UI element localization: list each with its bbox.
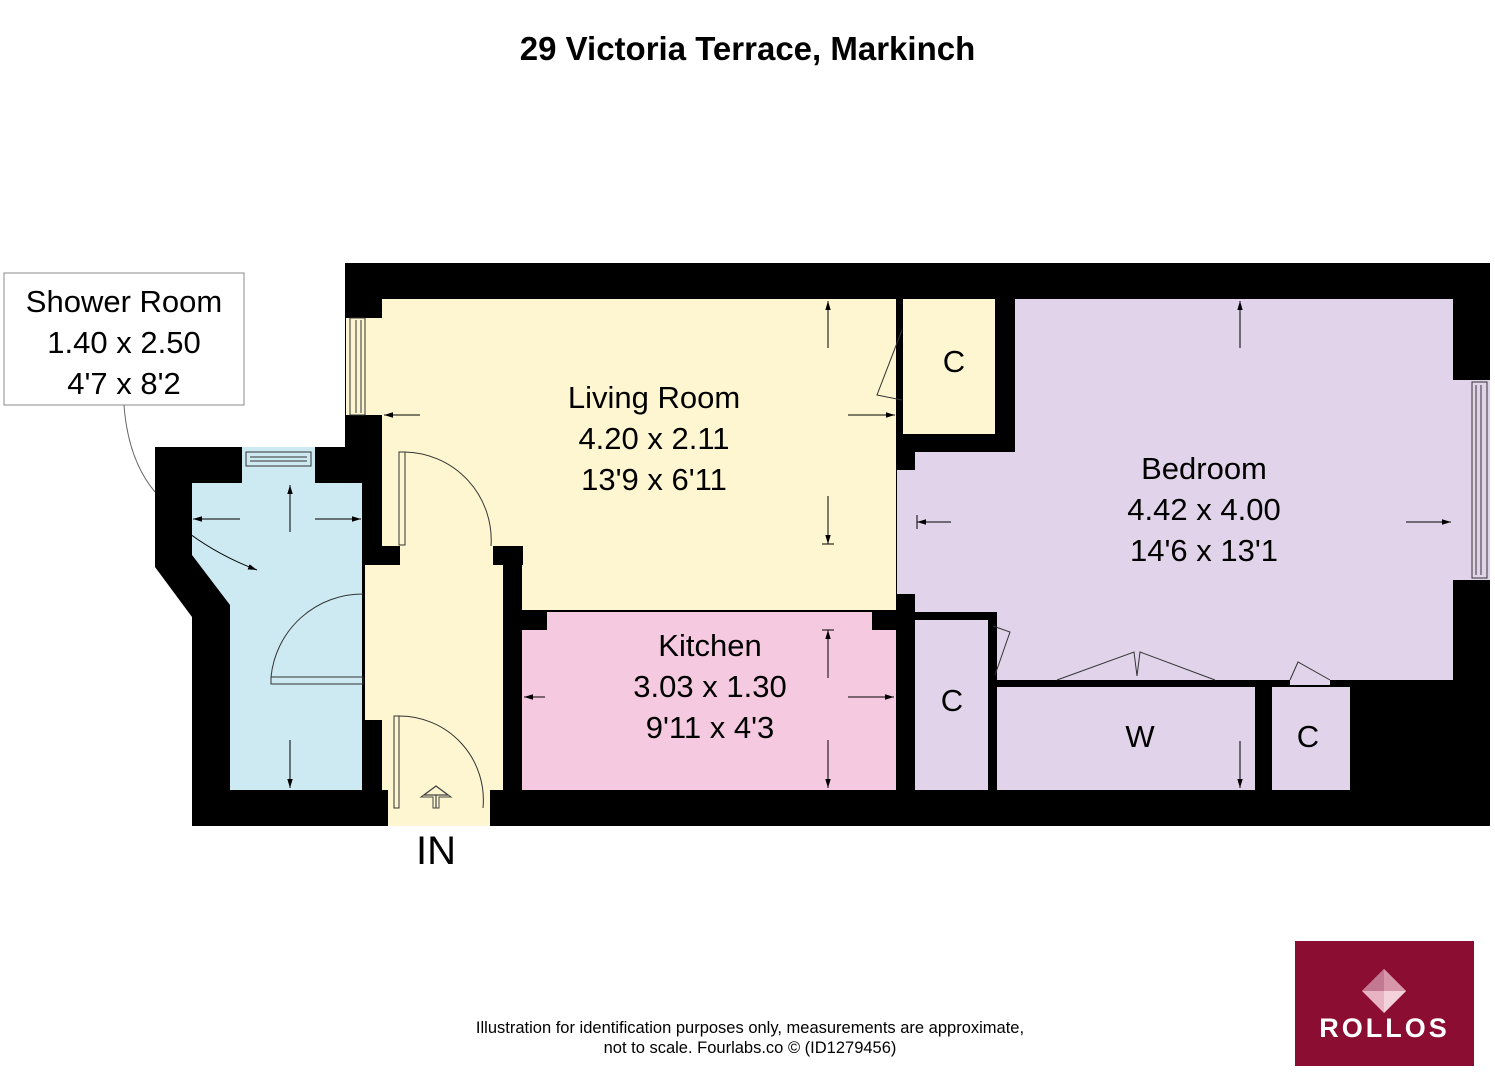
diamond-logo-icon	[1362, 969, 1406, 1013]
living-room-label: Living Room 4.20 x 2.11 13'9 x 6'11	[568, 380, 740, 497]
bedroom-right-cupboard-label: C	[1297, 719, 1319, 754]
living-cupboard-floor	[903, 299, 995, 434]
disclaimer: Illustration for identification purposes…	[420, 1018, 1080, 1058]
page-title: 29 Victoria Terrace, Markinch	[519, 30, 976, 67]
logo-text: ROLLOS	[1319, 1013, 1450, 1043]
living-room-imperial: 13'9 x 6'11	[581, 462, 727, 497]
bedroom-name: Bedroom	[1141, 451, 1267, 486]
kitchen-metric: 3.03 x 1.30	[633, 669, 786, 704]
shower-room-callout: Shower Room 1.40 x 2.50 4'7 x 8'2	[3, 272, 245, 493]
hall-floor	[365, 565, 503, 790]
hall-walls	[365, 546, 523, 790]
shower-room-metric: 1.40 x 2.50	[47, 325, 200, 360]
bedroom-walls	[897, 452, 1453, 790]
kitchen-name: Kitchen	[658, 628, 761, 663]
living-cupboard-label: C	[943, 344, 965, 379]
bedroom-imperial: 14'6 x 13'1	[1130, 533, 1278, 568]
bedroom-left-cupboard-label: C	[941, 683, 963, 718]
disclaimer-line-1: Illustration for identification purposes…	[475, 1019, 1025, 1037]
wardrobe-label: W	[1125, 719, 1155, 754]
shower-room-imperial: 4'7 x 8'2	[67, 366, 181, 401]
rollos-logo: ROLLOS	[1295, 941, 1474, 1066]
doors	[270, 329, 1331, 809]
disclaimer-line-2: not to scale. Fourlabs.co © (ID1279456)	[603, 1039, 897, 1057]
kitchen-imperial: 9'11 x 4'3	[646, 710, 774, 745]
living-room-metric: 4.20 x 2.11	[578, 421, 729, 456]
kitchen-label: Kitchen 3.03 x 1.30 9'11 x 4'3	[633, 628, 786, 745]
shower-room-name: Shower Room	[26, 284, 222, 319]
bedroom-label: Bedroom 4.42 x 4.00 14'6 x 13'1	[1127, 451, 1280, 568]
kitchen-floor	[522, 612, 896, 790]
windows	[245, 317, 1488, 579]
entrance-label: IN	[416, 829, 456, 873]
dimension-arrows	[189, 301, 1451, 788]
shower-room-floor	[192, 447, 362, 790]
living-room-name: Living Room	[568, 380, 740, 415]
bedroom-metric: 4.42 x 4.00	[1127, 492, 1280, 527]
